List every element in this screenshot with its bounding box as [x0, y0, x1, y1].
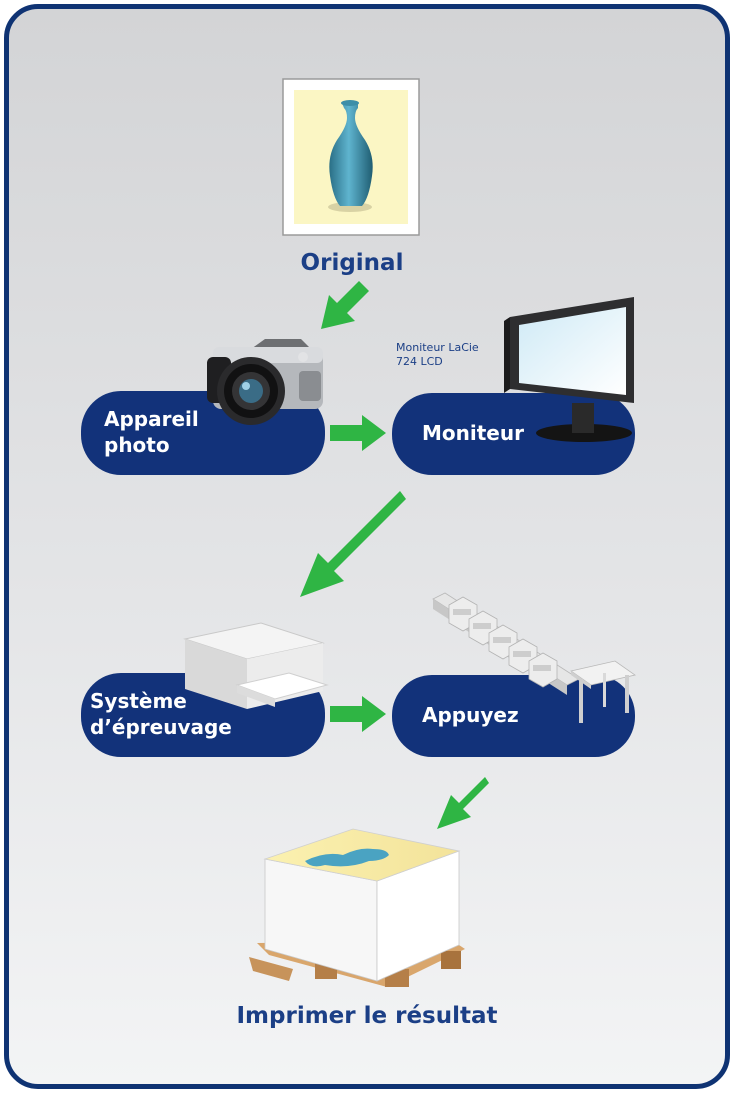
camera-label-line1: Appareil [104, 407, 199, 431]
printer-icon [183, 622, 329, 709]
arrow-proofing-to-press [330, 696, 386, 732]
arrow-press-to-result [437, 777, 489, 829]
camera-label-line2: photo [104, 433, 170, 457]
diagram-frame: Original Appareil photo Moniteur LaCie 7… [4, 4, 730, 1089]
proofing-label-line1: Système [90, 689, 187, 713]
vase-picture [282, 78, 420, 236]
monitor-model-note: Moniteur LaCie 724 LCD [396, 341, 479, 368]
paper-stack-on-pallet-icon [249, 828, 465, 987]
proofing-label-line2: d’épreuvage [90, 715, 232, 739]
monitor-label: Moniteur [422, 421, 524, 445]
arrow-original-to-camera [321, 281, 369, 329]
printing-press-icon [432, 592, 636, 723]
result-caption: Imprimer le résultat [236, 1003, 498, 1029]
press-node: Appuyez [392, 675, 635, 757]
monitor-icon [504, 297, 634, 442]
original-caption: Original [300, 250, 404, 276]
arrow-monitor-to-proofing [300, 491, 406, 597]
press-label: Appuyez [422, 703, 519, 727]
arrow-camera-to-monitor [330, 415, 386, 451]
camera-icon [207, 339, 323, 425]
